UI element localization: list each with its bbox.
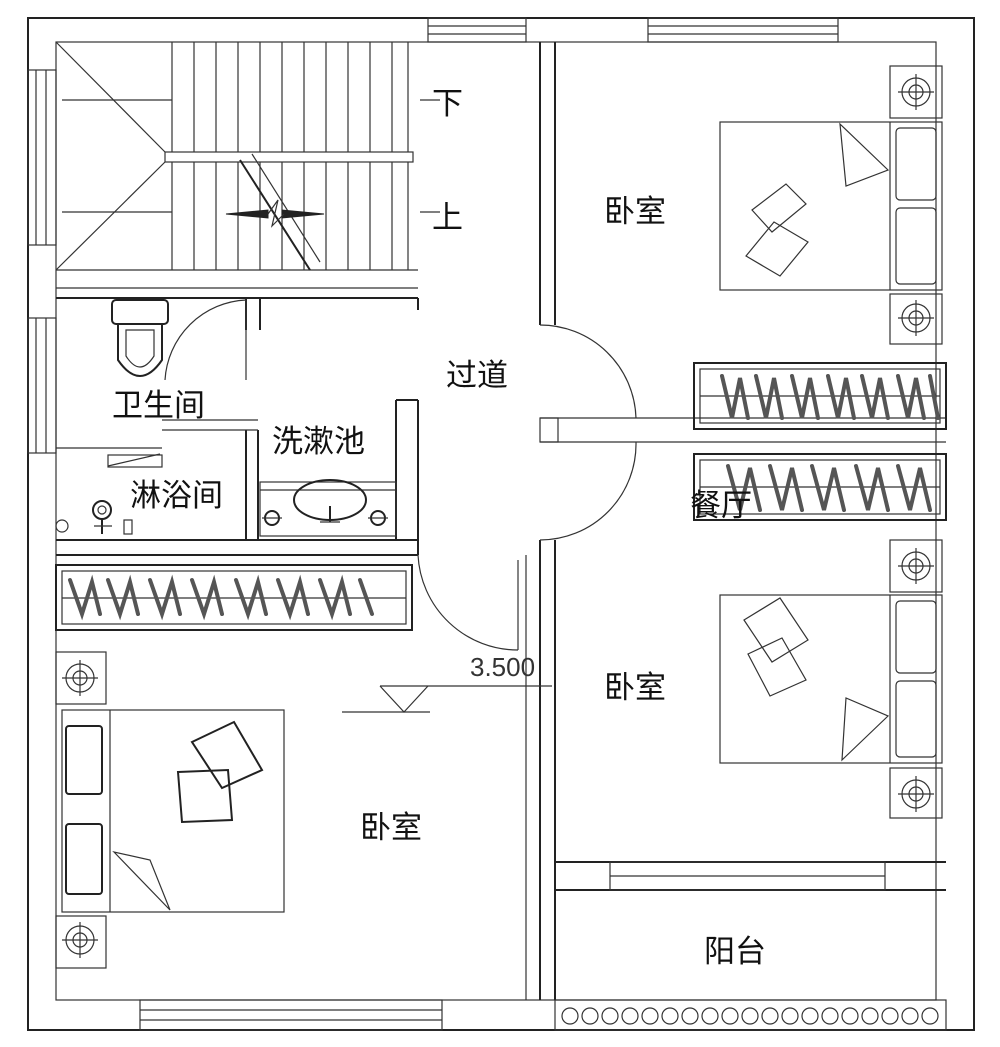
- level-marker: [342, 685, 552, 713]
- level-mark-text: 3.500: [470, 652, 535, 682]
- room-label-bathroom: 卫生间: [112, 388, 205, 424]
- stairs-up-label: 上: [432, 200, 463, 236]
- wardrobe-icon: [693, 362, 947, 430]
- stairs-down-label: 下: [432, 86, 463, 122]
- outer-walls: [27, 17, 975, 1031]
- room-label-bedroom-bottom-left: 卧室: [360, 810, 422, 846]
- wardrobe-icon: [693, 453, 947, 521]
- bed-icon: [719, 539, 943, 819]
- bed-icon: [719, 65, 943, 345]
- room-label-bedroom-top-right: 卧室: [604, 194, 666, 230]
- room-label-balcony: 阳台: [704, 934, 766, 970]
- bed-icon: [55, 651, 285, 969]
- room-label-bedroom-mid-right: 卧室: [604, 670, 666, 706]
- balcony-railing: [554, 999, 947, 1031]
- windows: [27, 17, 839, 1031]
- doors: [107, 299, 637, 651]
- wardrobe-icon: [55, 564, 413, 631]
- toilet-icon: [111, 299, 169, 377]
- room-label-shower: 淋浴间: [130, 478, 223, 514]
- staircase: [55, 41, 440, 271]
- room-label-dining: 餐厅: [690, 488, 752, 524]
- shower-fixtures-icon: [55, 500, 133, 535]
- room-label-corridor: 过道: [446, 358, 508, 394]
- wash-basin-icon: [259, 479, 397, 537]
- interior-walls: [56, 42, 946, 1000]
- room-label-wash-basin: 洗漱池: [272, 424, 365, 460]
